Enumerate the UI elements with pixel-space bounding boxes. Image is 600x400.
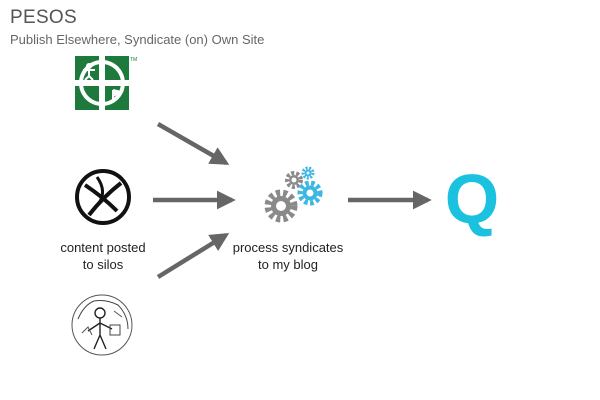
silos-label: content posted to silos <box>48 239 158 273</box>
process-label: process syndicates to my blog <box>218 239 358 273</box>
process-label-line2: to my blog <box>258 257 318 272</box>
trademark-mark: TM <box>130 57 137 63</box>
geocaching-logo-icon <box>75 56 129 110</box>
blog-q-logo-icon: Q <box>445 160 499 238</box>
arrow-bottom <box>156 233 230 279</box>
sketch-figure-icon <box>71 294 133 356</box>
silos-label-line2: to silos <box>82 257 124 272</box>
process-label-line1: process syndicates <box>232 240 344 255</box>
page-subtitle: Publish Elsewhere, Syndicate (on) Own Si… <box>10 32 265 47</box>
silos-label-line1: content posted <box>60 240 146 255</box>
arrow-top <box>156 122 230 165</box>
arrows-group <box>153 122 432 279</box>
geocaching-round-icon <box>75 169 131 225</box>
blog-q-letter: Q <box>445 160 499 238</box>
gears-icon <box>264 166 323 223</box>
page-title: PESOS <box>10 7 77 28</box>
